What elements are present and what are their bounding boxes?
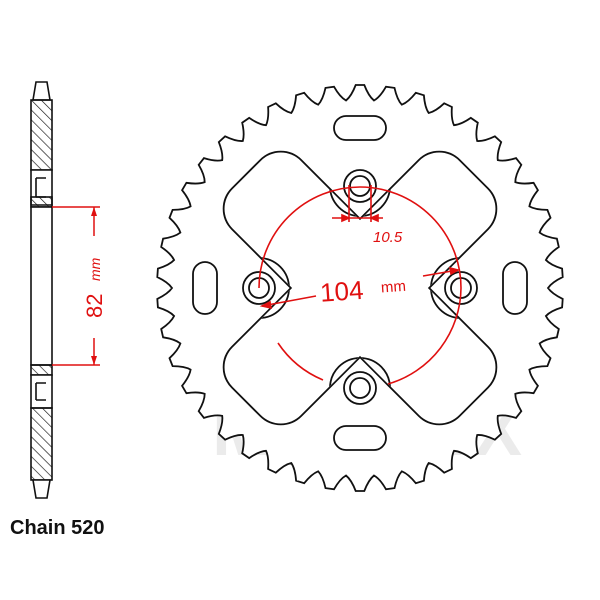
slot-right [502, 261, 528, 315]
hub-diameter-value: 82 [82, 294, 107, 318]
chain-size-label: Chain 520 [10, 517, 105, 539]
bolt-hole-diameter: 10.5 [373, 229, 403, 246]
bolt-circle-unit: mm [380, 278, 406, 297]
bolt-hole [349, 175, 371, 197]
bolt-circle-dimension [258, 185, 462, 385]
slot-left [192, 261, 218, 315]
hub-diameter-unit: mm [87, 257, 103, 281]
side-view [30, 81, 53, 499]
lightening-slots [192, 115, 528, 451]
slot-top [333, 115, 387, 141]
slot-bottom [333, 425, 387, 451]
bolt-hole [349, 377, 371, 399]
hub-diameter-dimension [52, 206, 100, 366]
bolt-circle-value: 104 [319, 275, 364, 308]
